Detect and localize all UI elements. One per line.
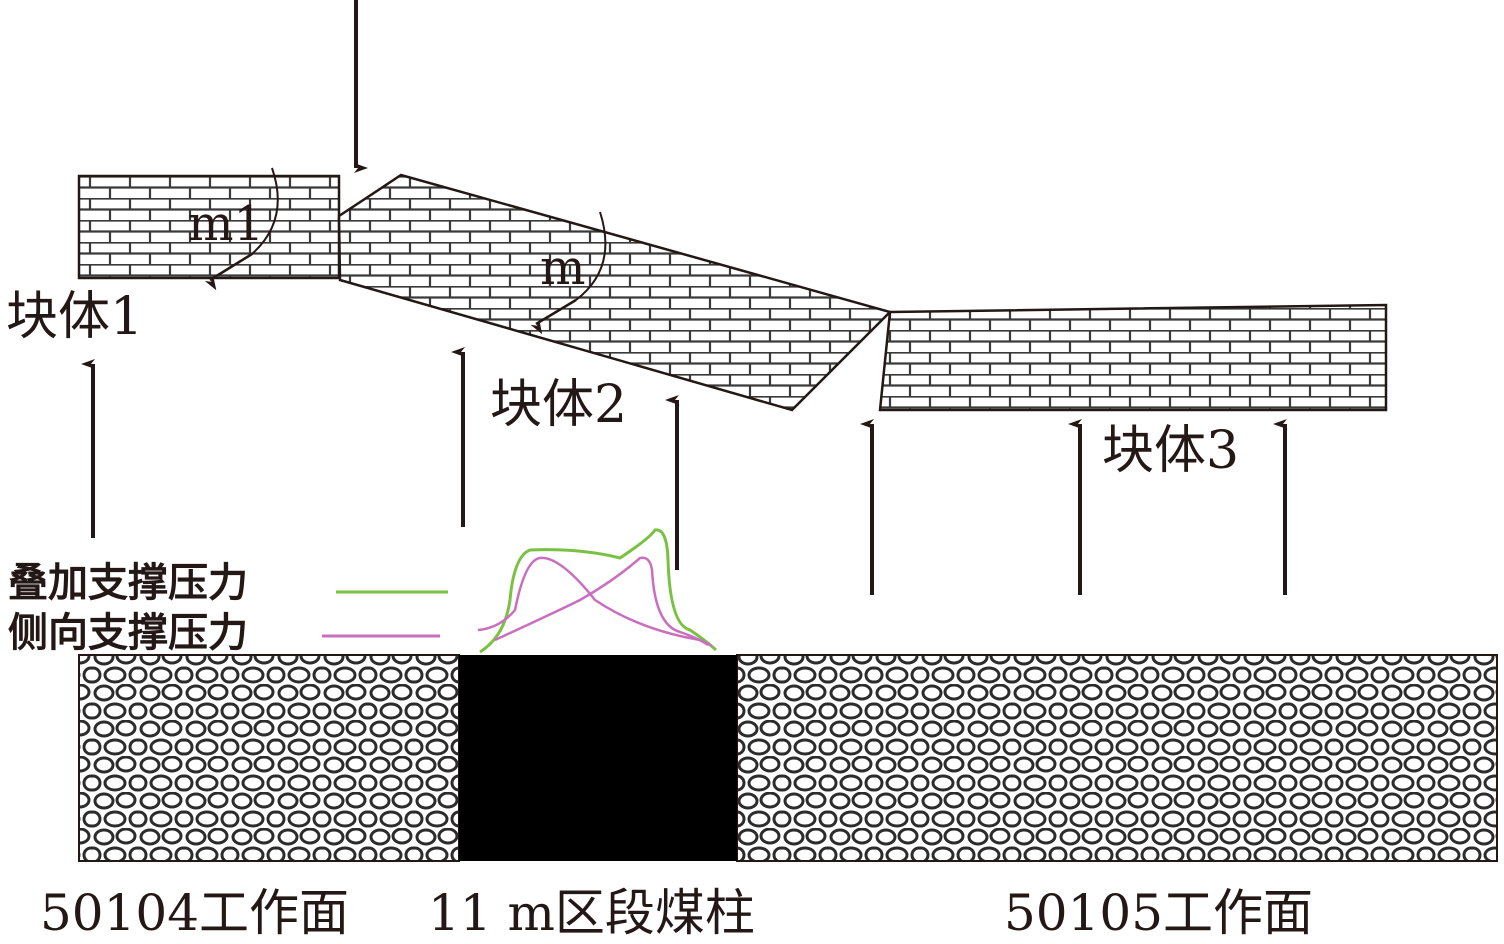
lateral-pressure-curve-right	[494, 556, 709, 647]
block-label-3: 块体3	[1102, 421, 1239, 481]
legend-label-superimposed: 叠加支撑压力	[8, 559, 248, 606]
moment-label-m1: m1	[188, 196, 264, 252]
legend-label-lateral: 侧向支撑压力	[8, 609, 248, 656]
moment-arrow-m1	[204, 252, 253, 291]
coal-pillar	[459, 655, 737, 861]
label-50105-face: 50105工作面	[1004, 884, 1313, 942]
moment-arc-m	[575, 211, 607, 301]
superimposed-pressure-curve	[479, 528, 718, 654]
gravel-stratum-left	[78, 654, 460, 862]
block-label-2: 块体2	[490, 375, 627, 435]
moment-arc-m1	[251, 167, 279, 255]
moment-arrow-m	[530, 298, 577, 335]
label-coal-pillar: 11 m区段煤柱	[428, 884, 755, 942]
gravel-stratum-right	[736, 654, 1498, 862]
block-2	[337, 173, 893, 412]
block-3	[878, 303, 1388, 412]
label-50104-face: 50104工作面	[40, 884, 349, 942]
lateral-pressure-curve-left	[477, 556, 713, 648]
moment-label-m: m	[540, 240, 586, 296]
block-label-1: 块体1	[6, 287, 143, 347]
